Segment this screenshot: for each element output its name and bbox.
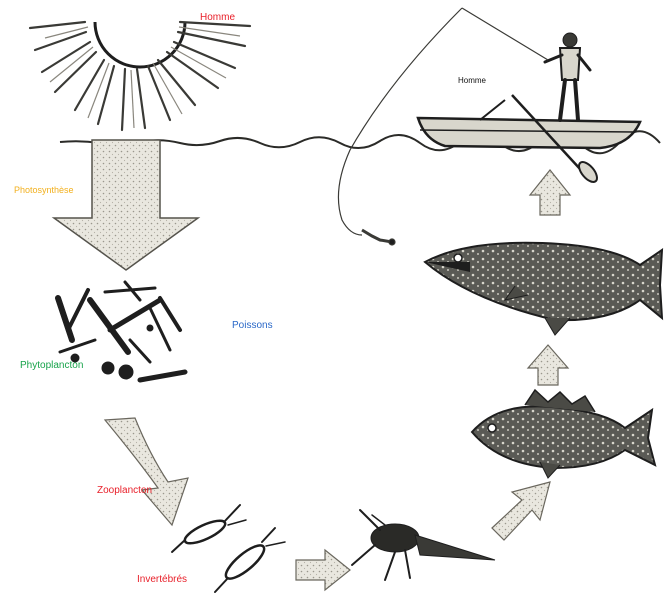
arrow-phyto-to-zoo [105,418,188,525]
pike-fish-icon [425,243,662,335]
label-zooplankton: Zooplancton [97,485,152,497]
zooplankton-larva-icon [172,505,246,552]
photosynthesis-arrow [54,140,198,270]
arrow-invertebrate-to-insect [296,550,350,590]
label-fish: Poissons [232,320,273,332]
label-sun-homme: Homme [200,12,235,24]
label-invertebrates: Invertébrés [137,574,187,586]
arrow-perch-to-pike [528,345,568,385]
rowboat-icon [418,95,640,185]
sun-icon [30,22,250,130]
label-photosynthesis: Photosynthèse [14,184,74,196]
arrow-insect-to-perch [492,482,550,540]
insect-larva-icon [352,510,495,580]
invertebrate-larva-icon [215,528,285,592]
label-boat-homme: Homme [458,75,486,87]
arrow-pike-to-man [530,170,570,215]
label-phytoplankton: Phytoplancton [20,360,83,372]
fisherman-icon [545,33,590,120]
perch-fish-icon [472,390,655,478]
